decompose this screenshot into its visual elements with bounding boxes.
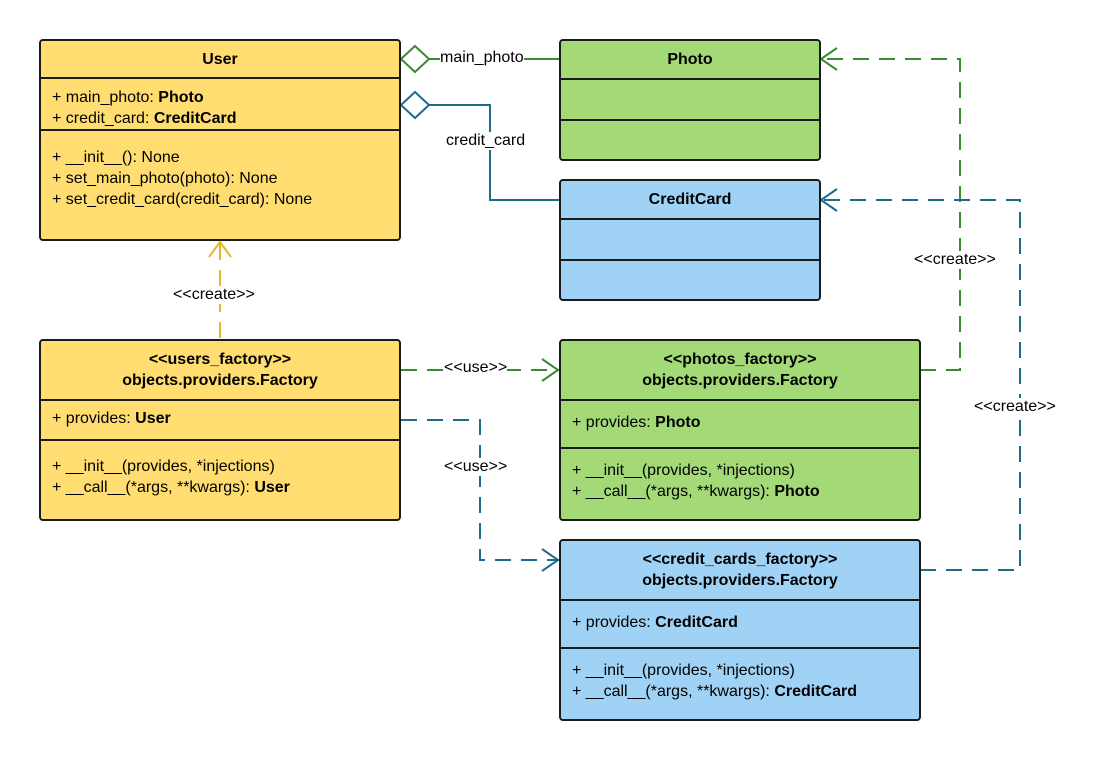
class-users-factory-header: <<users_factory>> objects.providers.Fact… (41, 341, 399, 399)
class-credit-card-methods (561, 259, 819, 299)
class-photos-factory-methods: + __init__(provides, *injections) + __ca… (561, 447, 919, 519)
class-user-header: User (41, 41, 399, 77)
label-create-credit-card: <<create>> (974, 398, 1056, 416)
class-user-methods: + __init__(): None + set_main_photo(phot… (41, 129, 399, 239)
method-row: + __call__(*args, **kwargs): Photo (572, 483, 820, 500)
class-credit-cards-factory-header: <<credit_cards_factory>> objects.provide… (561, 541, 919, 599)
class-photo-methods (561, 119, 819, 159)
method-row: + set_main_photo(photo): None (52, 170, 278, 187)
attribute-row: + provides: CreditCard (572, 614, 738, 631)
create-user-arrow (208, 240, 232, 338)
class-credit-cards-factory-attributes: + provides: CreditCard (561, 599, 919, 647)
class-photo-attributes (561, 78, 819, 119)
method-row: + __init__(): None (52, 149, 180, 166)
class-credit-card[interactable]: CreditCard (559, 179, 821, 301)
create-photo-arrow (819, 47, 961, 371)
class-photos-factory-attributes: + provides: Photo (561, 399, 919, 447)
class-photos-factory-name: objects.providers.Factory (642, 372, 838, 389)
class-photo-header: Photo (561, 41, 819, 78)
class-credit-card-name: CreditCard (648, 191, 732, 208)
method-row: + __call__(*args, **kwargs): CreditCard (572, 683, 857, 700)
class-user[interactable]: User + main_photo: Photo + credit_card: … (39, 39, 401, 241)
class-users-factory[interactable]: <<users_factory>> objects.providers.Fact… (39, 339, 401, 521)
class-credit-card-header: CreditCard (561, 181, 819, 218)
label-main-photo: main_photo (440, 49, 524, 67)
label-credit-card: credit_card (446, 132, 526, 150)
label-use-photos: <<use>> (444, 359, 508, 377)
class-photo-name: Photo (667, 51, 713, 68)
method-row: + __init__(provides, *injections) (572, 662, 795, 679)
class-users-factory-stereotype: <<users_factory>> (148, 351, 292, 368)
use-credit-cards-arrow (401, 419, 560, 572)
method-row: + __init__(provides, *injections) (572, 462, 795, 479)
class-credit-cards-factory-methods: + __init__(provides, *injections) + __ca… (561, 647, 919, 719)
attribute-row: + provides: User (52, 410, 171, 427)
class-users-factory-attributes: + provides: User (41, 399, 399, 439)
class-credit-cards-factory[interactable]: <<credit_cards_factory>> objects.provide… (559, 539, 921, 721)
method-row: + set_credit_card(credit_card): None (52, 191, 313, 208)
create-credit-card-arrow (819, 188, 1021, 571)
class-users-factory-methods: + __init__(provides, *injections) + __ca… (41, 439, 399, 519)
class-credit-cards-factory-stereotype: <<credit_cards_factory>> (642, 551, 838, 568)
class-user-attributes: + main_photo: Photo + credit_card: Credi… (41, 77, 399, 129)
class-photos-factory-stereotype: <<photos_factory>> (663, 351, 817, 368)
method-row: + __call__(*args, **kwargs): User (52, 479, 290, 496)
attribute-row: + credit_card: CreditCard (52, 110, 237, 127)
class-photos-factory[interactable]: <<photos_factory>> objects.providers.Fac… (559, 339, 921, 521)
label-create-photo: <<create>> (914, 251, 996, 269)
class-photos-factory-header: <<photos_factory>> objects.providers.Fac… (561, 341, 919, 399)
class-users-factory-name: objects.providers.Factory (122, 372, 318, 389)
class-photo[interactable]: Photo (559, 39, 821, 161)
class-credit-cards-factory-name: objects.providers.Factory (642, 572, 838, 589)
class-credit-card-attributes (561, 218, 819, 259)
class-user-name: User (202, 50, 238, 68)
attribute-row: + provides: Photo (572, 414, 701, 431)
method-row: + __init__(provides, *injections) (52, 458, 275, 475)
aggregation-credit-card (399, 90, 559, 201)
attribute-row: + main_photo: Photo (52, 89, 204, 106)
label-create-user: <<create>> (173, 286, 255, 304)
label-use-credit-cards: <<use>> (444, 458, 508, 476)
